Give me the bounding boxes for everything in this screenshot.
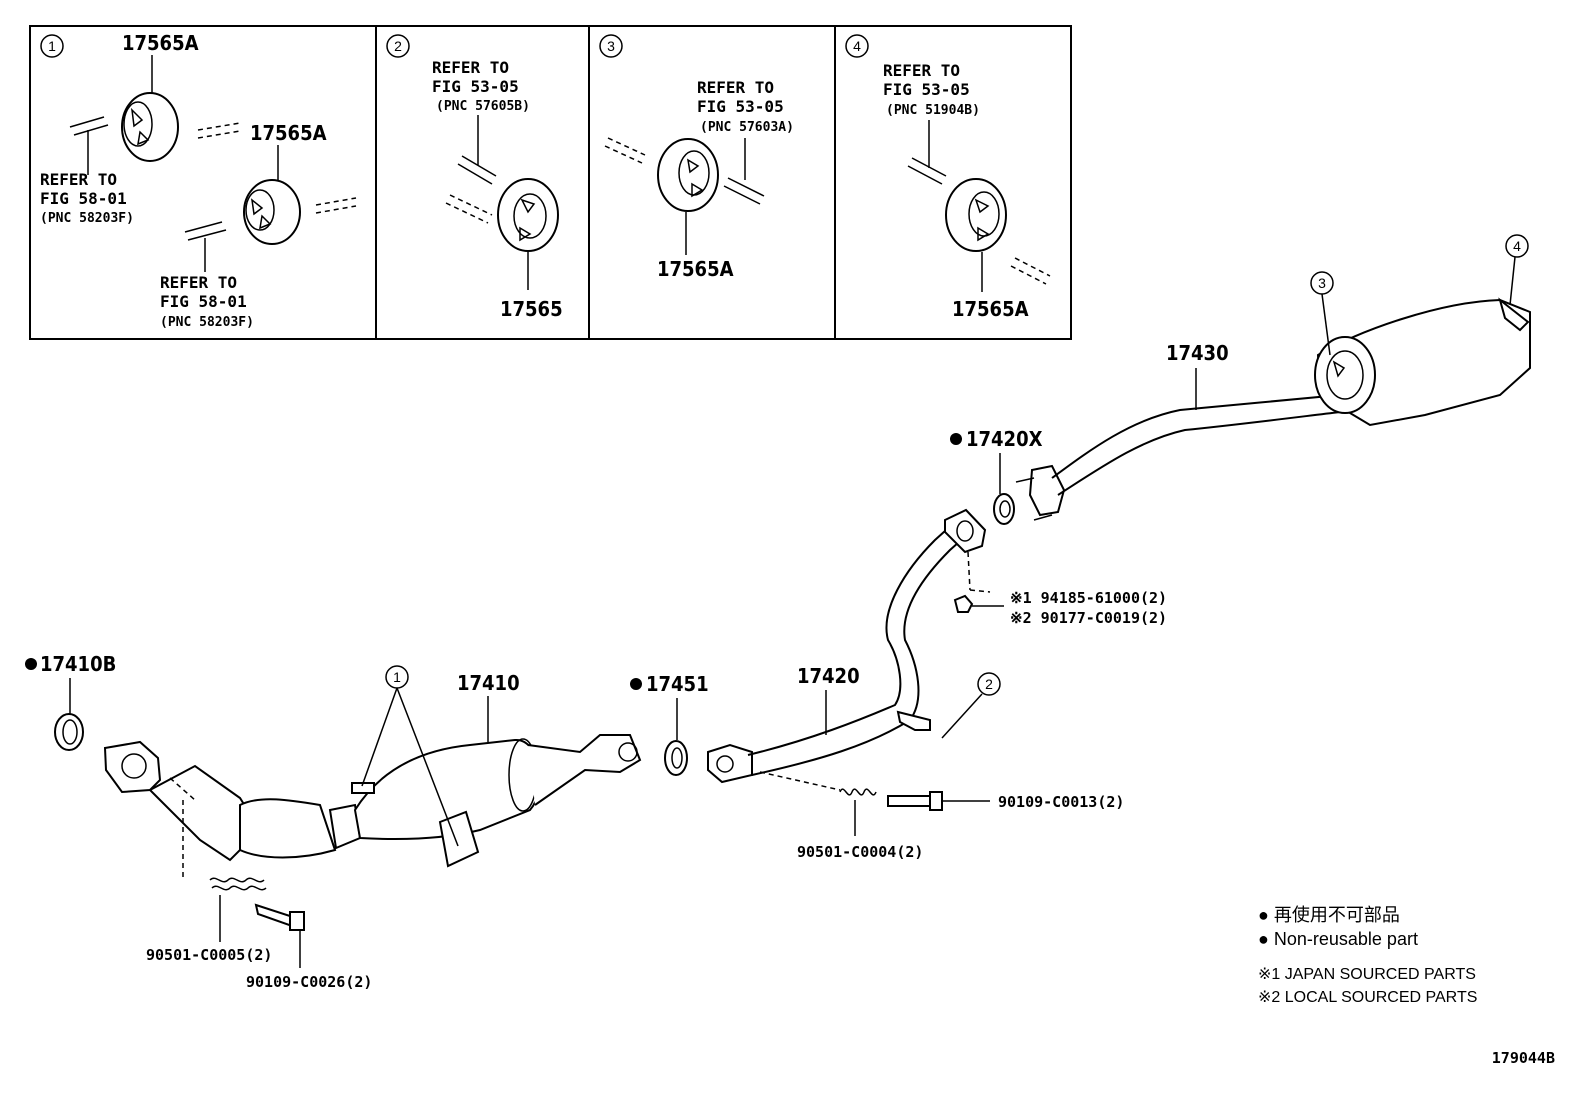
part-number-spring-front: 90501-C0005(2): [146, 946, 272, 964]
callout-circle-icon: [40, 34, 64, 58]
part-number-nut-japan: ※1 94185-61000(2): [1010, 589, 1167, 607]
diagram-id: 179044B: [1492, 1049, 1555, 1067]
part-number-17565A: 17565A: [952, 297, 1029, 321]
rubber-hanger-icon: [243, 179, 301, 245]
reference-note: REFER TO FIG 58-01: [160, 273, 247, 311]
part-number-17451: 17451: [646, 672, 709, 696]
part-number-17410: 17410: [457, 671, 520, 695]
catalytic-converter-17410: 1 17410 90501-C0005(2) 90109-C0026(2): [103, 665, 642, 991]
rubber-hanger-icon: [945, 178, 1007, 252]
part-number-17565A: 17565A: [122, 31, 199, 55]
pnc-note: (PNC 57605B): [436, 99, 530, 114]
inset-panel: [29, 25, 1072, 340]
non-reusable-dot-icon: [630, 678, 642, 690]
callout-circle-icon: [599, 34, 623, 58]
center-pipe-17420: 17420 2 90501-C0004(2) 90109-C0013(2) ※1…: [707, 508, 1167, 861]
part-number-17430: 17430: [1166, 341, 1229, 365]
legend: ● 再使用不可部品 ● Non-reusable part ※1 JAPAN S…: [1258, 905, 1477, 1006]
rubber-hanger-icon: [121, 92, 179, 162]
part-number-17410B: 17410B: [40, 652, 116, 676]
callout-number: 1: [393, 669, 401, 685]
legend-japan-sourced: ※1 JAPAN SOURCED PARTS: [1258, 966, 1476, 983]
gasket-17451: 17451: [630, 672, 709, 776]
part-number-nut-local: ※2 90177-C0019(2): [1010, 609, 1167, 627]
reference-note: REFER TO FIG 58-01: [40, 170, 127, 208]
reference-note: REFER TO FIG 53-05: [883, 61, 970, 99]
gasket-17410B: 17410B: [25, 652, 116, 751]
inset-box-2: 2 REFER TO FIG 53-05 (PNC 57605B) 17565: [386, 34, 563, 321]
callout-circle-icon: [1505, 234, 1529, 258]
spring-icon: [209, 877, 267, 891]
box-number: 1: [48, 38, 56, 54]
bolt-icon: [887, 791, 943, 811]
callout-circle-icon: [845, 34, 869, 58]
callout-number: 3: [1318, 275, 1326, 291]
part-number-17420X: 17420X: [966, 427, 1043, 451]
box-number: 2: [394, 38, 402, 54]
gasket-17420X: 17420X: [950, 427, 1043, 525]
rubber-hanger-icon: [657, 138, 719, 212]
part-number-17565: 17565: [500, 297, 563, 321]
legend-non-reusable: ● Non-reusable part: [1258, 929, 1418, 949]
pnc-note: (PNC 58203F): [40, 211, 134, 226]
nut-icon: [953, 594, 974, 613]
part-number-bolt-front: 90109-C0026(2): [246, 973, 372, 991]
box-number: 4: [853, 38, 861, 54]
reference-note: REFER TO FIG 53-05: [432, 58, 519, 96]
part-number-bolt-mid: 90109-C0013(2): [998, 793, 1124, 811]
spring-icon: [839, 788, 877, 796]
callout-circle-icon: [977, 672, 1001, 696]
rubber-hanger-icon: [497, 178, 559, 252]
part-number-spring-mid: 90501-C0004(2): [797, 843, 923, 861]
pnc-note: (PNC 57603A): [700, 120, 794, 135]
inset-box-3: 3 REFER TO FIG 53-05 (PNC 57603A) 17565A: [599, 34, 794, 281]
callout-circle-icon: [386, 34, 410, 58]
callout-number: 4: [1513, 238, 1521, 254]
non-reusable-dot-icon: [25, 658, 37, 670]
bolt-icon: [254, 903, 305, 931]
callout-number: 2: [985, 676, 993, 692]
legend-local-sourced: ※2 LOCAL SOURCED PARTS: [1258, 989, 1477, 1006]
tail-pipe-17430: 17430 3 4: [1015, 234, 1531, 521]
pnc-note: (PNC 58203F): [160, 315, 254, 330]
non-reusable-dot-icon: [950, 433, 962, 445]
inset-box-4: 4 REFER TO FIG 53-05 (PNC 51904B) 17565A: [845, 34, 1051, 321]
legend-jp-note: ● 再使用不可部品: [1258, 905, 1400, 925]
part-number-17565A: 17565A: [657, 257, 734, 281]
part-number-17420: 17420: [797, 664, 860, 688]
reference-note: REFER TO FIG 53-05: [697, 78, 784, 116]
part-number-17565A: 17565A: [250, 121, 327, 145]
inset-box-1: 1 17565A REFER TO FIG 58-01 (PNC 58203F)…: [40, 31, 357, 330]
pnc-note: (PNC 51904B): [886, 103, 980, 118]
box-number: 3: [607, 38, 615, 54]
